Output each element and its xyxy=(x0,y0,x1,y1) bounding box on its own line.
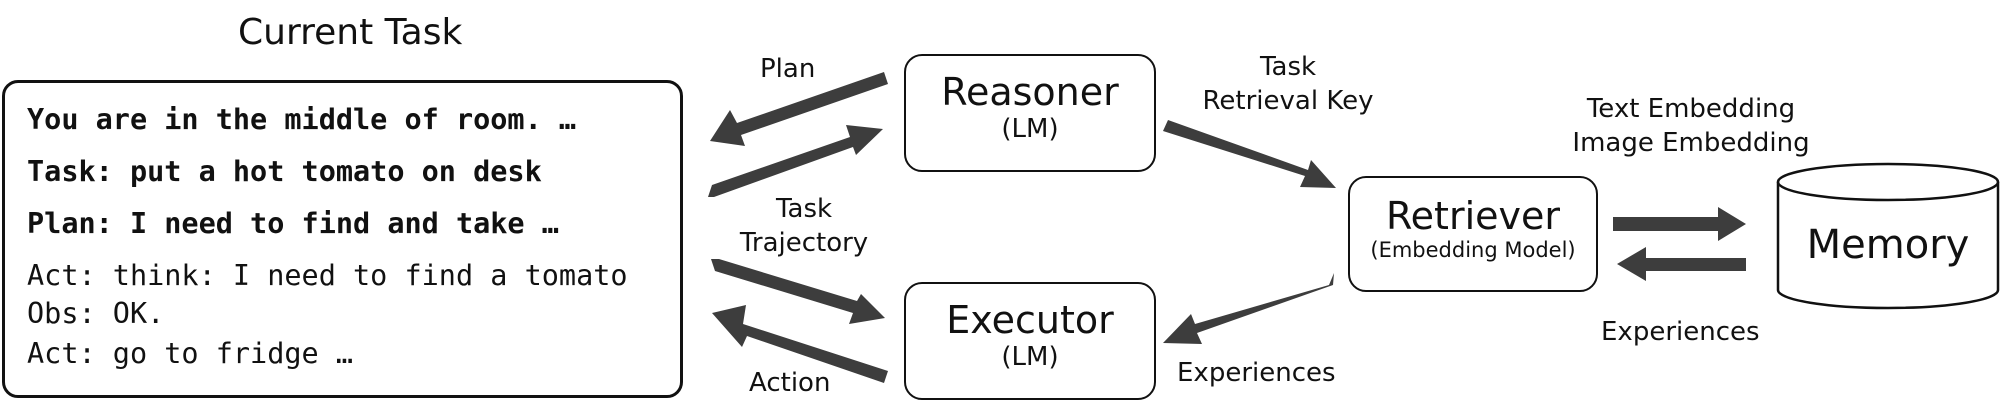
task-retrieval-key-label: Task Retrieval Key xyxy=(1190,50,1386,118)
task-line-task: Task: put a hot tomato on desk xyxy=(27,155,542,188)
executor-node: Executor (LM) xyxy=(904,282,1156,400)
task-retrieval-key-line-1: Task xyxy=(1259,52,1317,82)
arrow-task-to-reasoner xyxy=(708,125,883,197)
action-label: Action xyxy=(749,368,831,398)
arrow-to-memory xyxy=(1613,207,1746,241)
reasoner-node: Reasoner (LM) xyxy=(904,54,1156,172)
task-line-act-think: Act: think: I need to find a tomato xyxy=(27,259,628,292)
arrow-from-memory xyxy=(1617,247,1746,281)
arrow-retrieval-key xyxy=(1163,120,1336,188)
text-embedding-label: Text Embedding xyxy=(1586,94,1796,124)
arrow-action xyxy=(712,305,888,383)
task-line-observation: You are in the middle of room. … xyxy=(27,103,577,136)
current-task-panel: You are in the middle of room. … Task: p… xyxy=(2,80,683,398)
task-line-plan: Plan: I need to find and take … xyxy=(27,207,559,240)
memory-cylinder-top xyxy=(1776,162,2000,202)
task-retrieval-key-line-2: Retrieval Key xyxy=(1202,86,1374,116)
current-task-title: Current Task xyxy=(238,12,463,53)
task-trajectory-line-1: Task xyxy=(775,194,833,224)
arrow-experiences-to-executor xyxy=(1163,273,1334,344)
reasoner-label: Reasoner xyxy=(941,70,1119,114)
image-embedding-label: Image Embedding xyxy=(1572,128,1810,158)
memory-label: Memory xyxy=(1806,222,1970,268)
retriever-sub-label: (Embedding Model) xyxy=(1370,237,1576,262)
experiences-from-memory-label: Experiences xyxy=(1601,317,1760,347)
retriever-node: Retriever (Embedding Model) xyxy=(1348,176,1598,292)
memory-cylinder-body xyxy=(1776,182,2000,310)
retriever-label: Retriever xyxy=(1385,194,1561,238)
arrow-plan xyxy=(710,72,888,146)
plan-label: Plan xyxy=(760,54,816,84)
arrow-task-to-executor xyxy=(711,259,885,324)
reasoner-sub-label: (LM) xyxy=(1001,113,1059,144)
task-trajectory-label: Task Trajectory xyxy=(734,192,874,260)
task-line-obs: Obs: OK. xyxy=(27,297,165,330)
experiences-to-executor-label: Experiences xyxy=(1177,358,1336,388)
task-line-act-go: Act: go to fridge … xyxy=(27,337,354,370)
embeddings-label: Text Embedding Image Embedding xyxy=(1568,92,1814,160)
executor-sub-label: (LM) xyxy=(1001,341,1059,372)
task-trajectory-line-2: Trajectory xyxy=(739,228,869,258)
executor-label: Executor xyxy=(946,298,1114,342)
